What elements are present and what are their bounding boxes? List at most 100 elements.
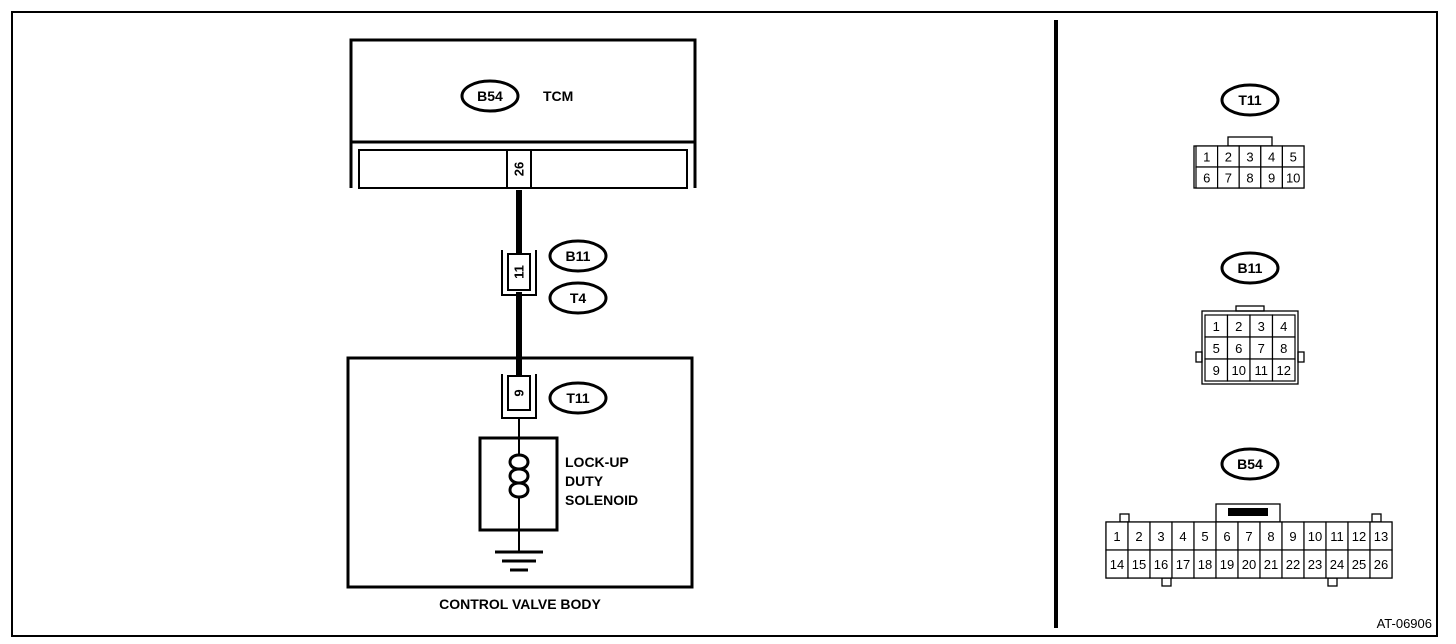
t11-pin-label: 4 xyxy=(1268,150,1275,165)
b11-pin-label: 1 xyxy=(1213,319,1220,334)
t11-latch xyxy=(1227,136,1273,147)
b11-face-label: B11 xyxy=(1238,260,1263,276)
b54-tab-bottom-left xyxy=(1161,577,1172,587)
b54-pin-label: 3 xyxy=(1157,529,1164,544)
control-valve-body: 9 T11 LOCK-UP DUTY SOLENOID xyxy=(346,356,694,589)
t4-connector-badge xyxy=(548,281,608,315)
t11-pin-label: 7 xyxy=(1225,171,1232,186)
b54-pin-label: 13 xyxy=(1374,529,1388,544)
b54-pin-label: 2 xyxy=(1135,529,1142,544)
b11-side-latch-left xyxy=(1195,351,1203,363)
b11-pin-label: 9 xyxy=(1213,363,1220,378)
t11-pin-label: 10 xyxy=(1286,171,1300,186)
tcm-pin-box xyxy=(506,149,532,189)
b54-face-badge xyxy=(1220,447,1280,481)
b11-pin-label: 8 xyxy=(1280,341,1287,356)
b54-latch-slot xyxy=(1228,508,1268,516)
b54-pin-label: 4 xyxy=(1179,529,1186,544)
b11-pin-cell xyxy=(1271,358,1296,382)
b54-pin-label: 18 xyxy=(1198,557,1212,572)
b54-pin-label: 17 xyxy=(1176,557,1190,572)
b54-pin-label: 24 xyxy=(1330,557,1344,572)
b54-pin-label: 11 xyxy=(1330,529,1344,544)
valve-pin-number: 9 xyxy=(512,389,527,396)
b11-pin-label: 10 xyxy=(1232,363,1246,378)
b54-pin-label: 26 xyxy=(1374,557,1388,572)
b54-pin-label: 5 xyxy=(1201,529,1208,544)
harness-pin-number: 11 xyxy=(512,265,527,279)
b11-pin-label: 12 xyxy=(1277,363,1291,378)
b54-pin-label: 8 xyxy=(1267,529,1274,544)
harness-connector-housing xyxy=(501,250,537,296)
tcm-label: TCM xyxy=(543,88,573,104)
b11-connector-badge xyxy=(548,239,608,273)
b54-pin-label: 9 xyxy=(1289,529,1296,544)
b11-top-latch xyxy=(1235,305,1265,312)
solenoid-label-line-1: LOCK-UP xyxy=(565,454,629,470)
b11-pin-label: 4 xyxy=(1280,319,1287,334)
b54-pin-label: 23 xyxy=(1308,557,1322,572)
t11-connector-badge xyxy=(548,381,608,415)
b11-pin-label: 7 xyxy=(1258,341,1265,356)
b54-pin-label: 14 xyxy=(1110,557,1124,572)
t11-pin-label: 6 xyxy=(1203,171,1210,186)
b54-tab-bottom-right xyxy=(1327,577,1338,587)
tcm-connector-badge xyxy=(460,79,520,113)
b54-pin-label: 10 xyxy=(1308,529,1322,544)
b11-connector-label: B11 xyxy=(566,248,591,264)
t11-connector-label: T11 xyxy=(566,390,590,406)
outer-frame xyxy=(11,11,1438,637)
b54-tab-left xyxy=(1119,513,1130,523)
valve-body-label: CONTROL VALVE BODY xyxy=(439,596,601,612)
b11-face-badge xyxy=(1220,251,1280,285)
b11-pin-label: 11 xyxy=(1255,363,1269,378)
t11-pin-label: 1 xyxy=(1203,150,1210,165)
t11-pin-label: 9 xyxy=(1268,171,1275,186)
b11-pin-label: 3 xyxy=(1258,319,1265,334)
t4-connector-label: T4 xyxy=(570,290,587,306)
harness-pin-box xyxy=(507,253,531,291)
b54-pin-label: 15 xyxy=(1132,557,1146,572)
b11-pin-label: 6 xyxy=(1235,341,1242,356)
t11-face-badge xyxy=(1220,83,1280,117)
figure-code: AT-06906 xyxy=(1377,616,1432,631)
t11-pin-label: 2 xyxy=(1225,150,1232,165)
b54-pin-label: 19 xyxy=(1220,557,1234,572)
tcm-outline xyxy=(349,38,697,188)
b54-pin-label: 16 xyxy=(1154,557,1168,572)
b54-pin-label: 21 xyxy=(1264,557,1278,572)
valve-pin-box xyxy=(507,375,531,411)
tcm-pin-number: 26 xyxy=(512,162,527,176)
harness-connector: 11 B11 T4 xyxy=(501,239,608,315)
solenoid-coil-icon xyxy=(508,453,530,499)
b11-pin-label: 2 xyxy=(1235,319,1242,334)
b54-face-label: B54 xyxy=(1237,456,1263,472)
tcm-connector-label: B54 xyxy=(477,88,503,104)
b54-pin-label: 20 xyxy=(1242,557,1256,572)
solenoid-label-line-3: SOLENOID xyxy=(565,492,638,508)
solenoid-label-line-2: DUTY xyxy=(565,473,604,489)
tcm-module: 26 B54 TCM xyxy=(349,38,697,189)
b54-pin-cell xyxy=(1369,549,1393,579)
b54-pin-label: 6 xyxy=(1223,529,1230,544)
b11-side-latch-right xyxy=(1297,351,1305,363)
t11-pin-label: 5 xyxy=(1290,150,1297,165)
t11-pin-label: 3 xyxy=(1246,150,1253,165)
b54-pin-label: 22 xyxy=(1286,557,1300,572)
t11-pin-cell xyxy=(1281,166,1305,189)
b54-tab-right xyxy=(1371,513,1382,523)
b54-pin-label: 12 xyxy=(1352,529,1366,544)
t11-pin-label: 8 xyxy=(1246,171,1253,186)
b54-pin-label: 1 xyxy=(1113,529,1120,544)
b54-pin-label: 25 xyxy=(1352,557,1366,572)
valve-body-outline xyxy=(346,356,694,589)
t11-face-label: T11 xyxy=(1238,92,1262,108)
ground-icon xyxy=(495,530,543,572)
